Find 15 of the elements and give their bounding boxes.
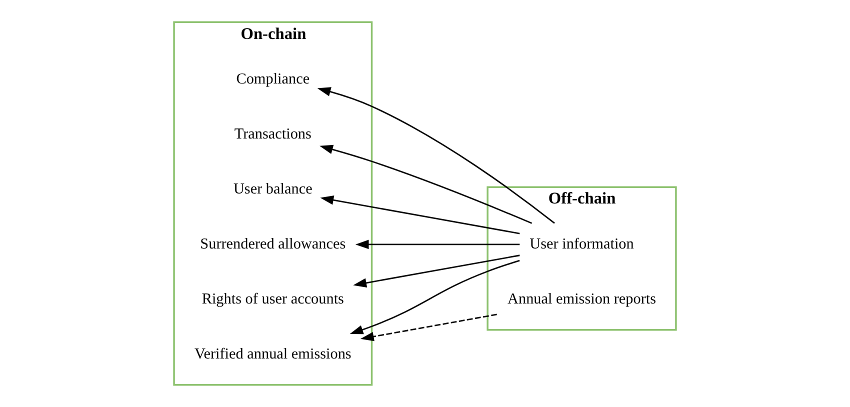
node-text: User information <box>530 235 634 252</box>
node-text: User balance <box>233 180 312 198</box>
node-text: Compliance <box>236 70 310 88</box>
arrow <box>353 254 520 288</box>
arrow <box>320 144 532 224</box>
node-text: Surrendered allowances <box>200 235 346 252</box>
arrow <box>320 195 520 234</box>
arrow <box>317 87 555 224</box>
arrow <box>360 314 497 342</box>
node-text: Transactions <box>234 125 312 142</box>
arrow <box>355 240 520 250</box>
node-text: Annual emission reports <box>508 290 656 308</box>
arrow <box>350 260 520 334</box>
node-text: Rights of user accounts <box>202 290 344 308</box>
node-text: Verified annual emissions <box>194 345 352 362</box>
